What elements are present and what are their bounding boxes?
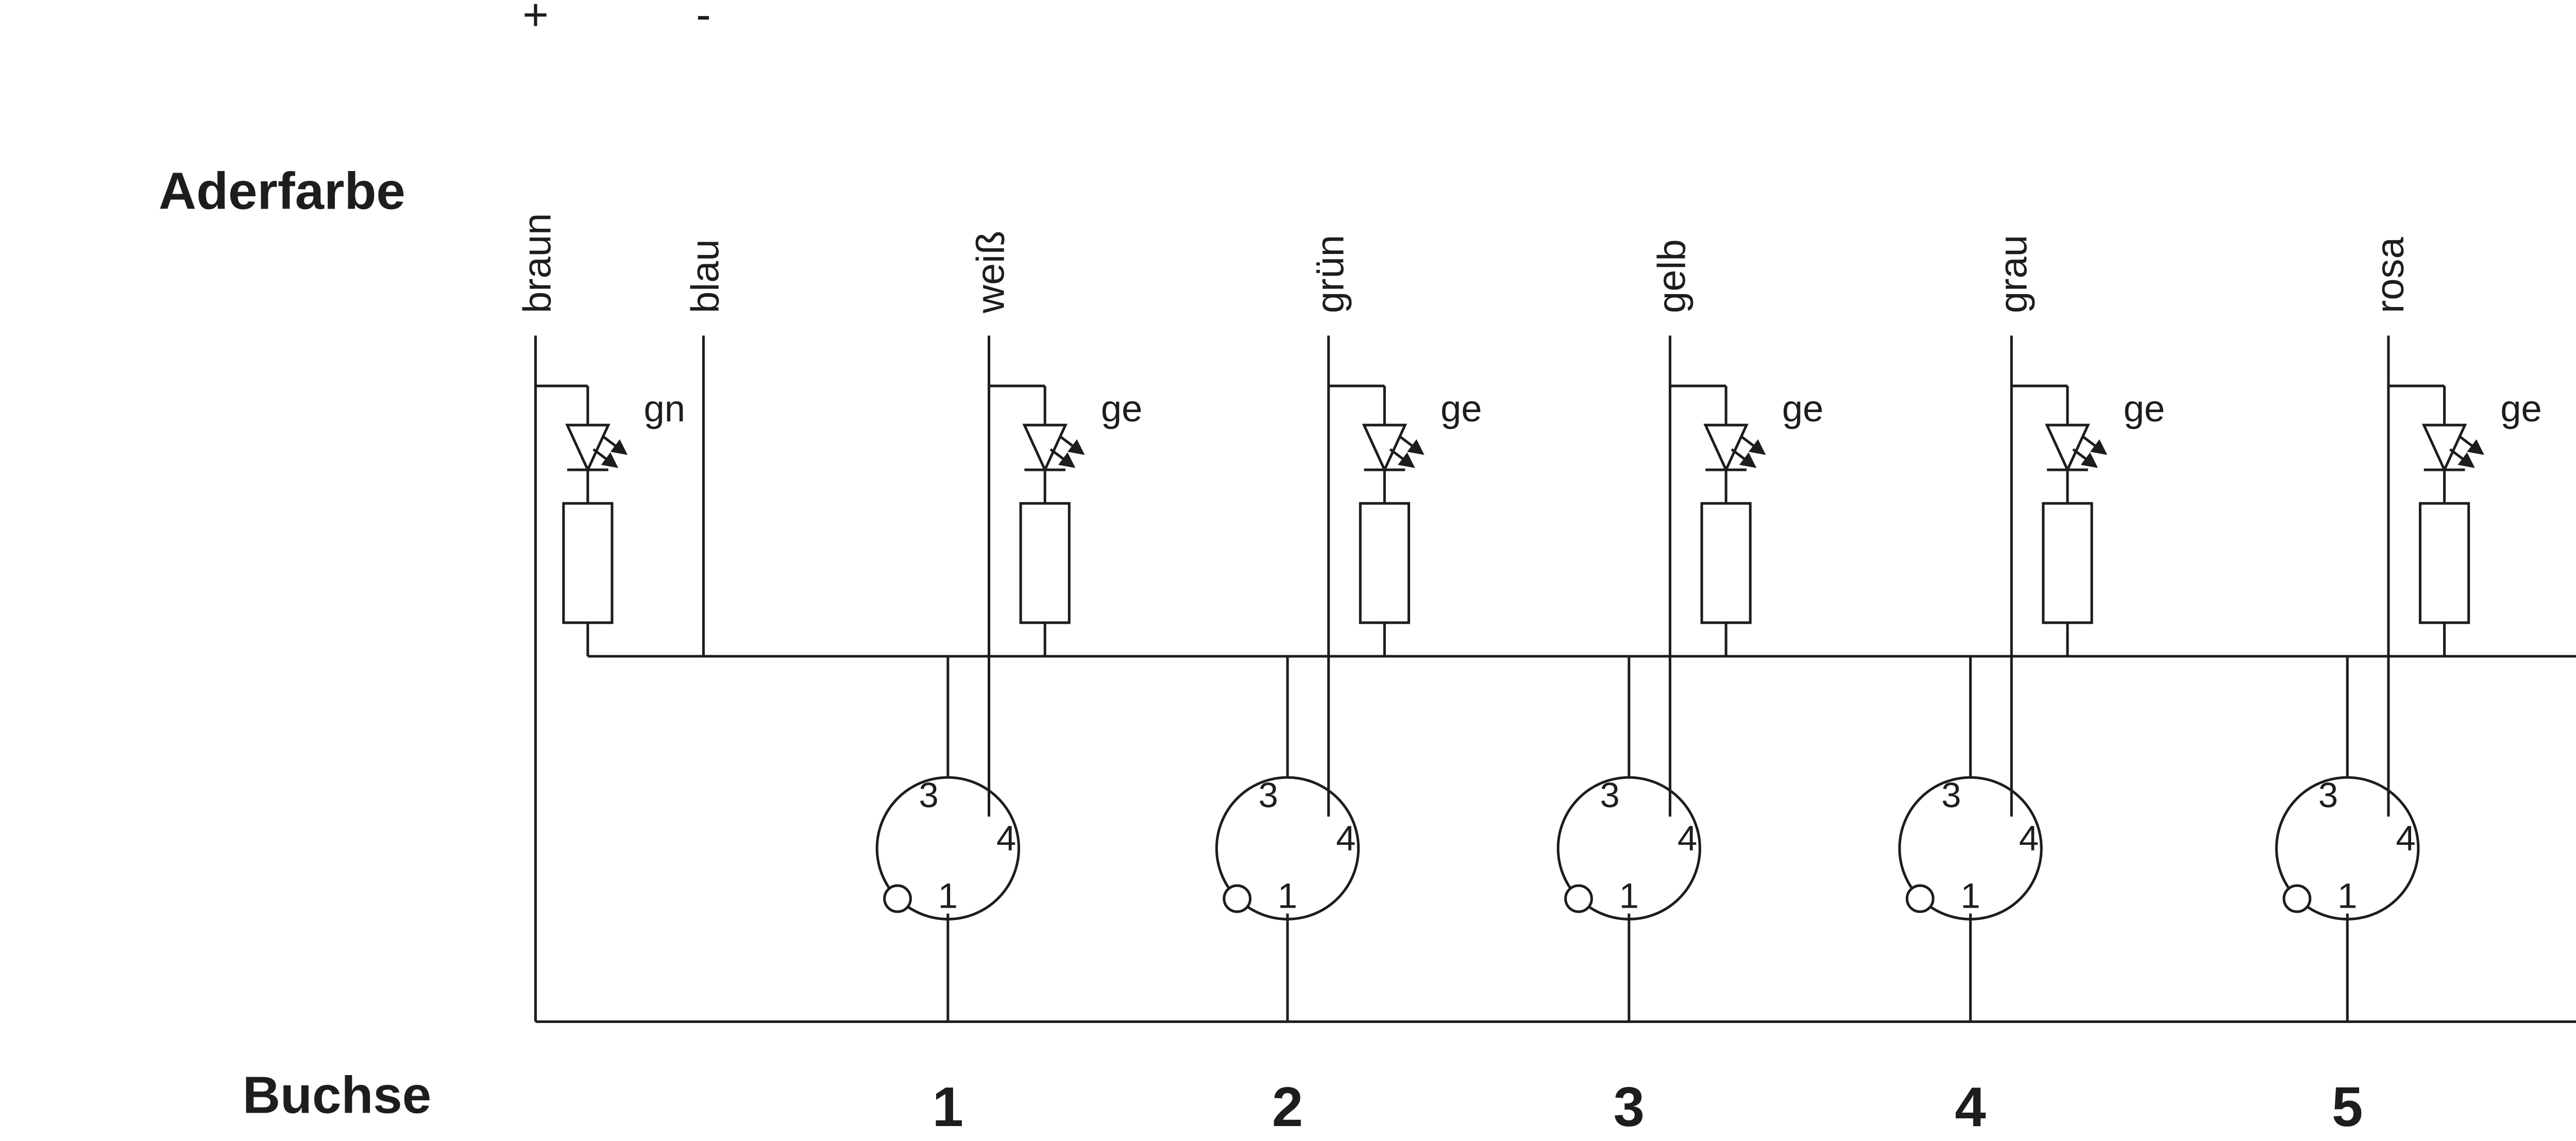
led-emission-arrow <box>2072 448 2098 468</box>
resistor <box>1359 502 1411 624</box>
led-emission-arrow <box>1398 435 1425 455</box>
socket-header: Buchse <box>243 1066 431 1125</box>
pin-label-4: 4 <box>1336 818 1355 858</box>
led-emission-arrow <box>2081 435 2108 455</box>
pin-label-1: 1 <box>1960 876 1980 916</box>
led-triangle <box>1022 423 1068 473</box>
socket-5: 3 4 1 5 <box>2275 656 2420 1138</box>
socket-notch <box>1564 884 1593 913</box>
led-emission-arrow <box>592 448 619 468</box>
led-emission-arrow <box>2449 448 2475 468</box>
pin-label-1: 1 <box>938 876 958 916</box>
led-triangle <box>1703 423 1749 473</box>
resistor <box>2418 502 2470 624</box>
led-triangle <box>1362 423 1408 473</box>
led-emission-arrow <box>1059 435 1085 455</box>
wire-label-braun: braun <box>515 213 559 313</box>
pin-label-3: 3 <box>919 775 938 815</box>
led-color-label: ge <box>2500 388 2542 430</box>
pin-label-3: 3 <box>1941 775 1961 815</box>
socket-4: 3 4 1 4 <box>1898 656 2043 1138</box>
socket-number: 3 <box>1614 1076 1645 1138</box>
wire-color-labels: braun blau weiß grün gelb grau rosa rot <box>515 213 2412 314</box>
led-emission-arrow <box>1731 448 1757 468</box>
pin-label-3: 3 <box>1600 775 1619 815</box>
pin-label-3: 3 <box>2318 775 2338 815</box>
led-circuit-3: ge <box>1328 384 1482 656</box>
socket-notch <box>2282 884 2312 913</box>
pin-label-1: 1 <box>1278 876 1297 916</box>
wire-label-gelb: gelb <box>1650 239 1693 313</box>
pin-label-4: 4 <box>1677 818 1697 858</box>
led-emission-arrow <box>1049 448 1076 468</box>
led-circuit-2: ge <box>989 384 1143 656</box>
socket-number: 1 <box>933 1076 963 1138</box>
wire-label-blau: blau <box>683 239 727 313</box>
polarity-minus: - <box>696 0 711 40</box>
socket-number: 5 <box>2332 1076 2363 1138</box>
pin-label-1: 1 <box>1619 876 1639 916</box>
led-color-label: ge <box>1782 388 1824 430</box>
resistor <box>562 502 614 624</box>
resistor <box>2042 502 2093 624</box>
pin-label-1: 1 <box>2337 876 2357 916</box>
socket-notch <box>1905 884 1935 913</box>
resistor <box>1019 502 1071 624</box>
wire-label-weiss: weiß <box>969 231 1013 314</box>
socket-number: 4 <box>1955 1076 1986 1138</box>
led-triangle <box>2421 423 2467 473</box>
led-emission-arrow <box>1389 448 1415 468</box>
wire-color-header: Aderfarbe <box>159 162 405 220</box>
wire-label-gruen: grün <box>1309 235 1352 313</box>
led-emission-arrow <box>602 435 628 455</box>
wire-label-rosa: rosa <box>2368 236 2412 313</box>
led-emission-arrow <box>2459 435 2484 455</box>
led-triangle <box>565 423 611 473</box>
socket-notch <box>1223 884 1252 913</box>
pin-label-3: 3 <box>1259 775 1278 815</box>
led-color-label: gn <box>644 388 686 430</box>
led-circuit-5: ge <box>2011 384 2165 656</box>
led-circuit-6: ge <box>2388 384 2542 656</box>
socket-number: 2 <box>1272 1076 1303 1138</box>
wire-label-grau: grau <box>1991 235 2035 313</box>
pin-label-4: 4 <box>2396 818 2415 858</box>
led-color-label: ge <box>1440 388 1482 430</box>
socket-2: 3 4 1 2 <box>1215 656 1360 1138</box>
led-circuit-4: ge <box>1670 384 1824 656</box>
socket-notch <box>883 884 912 913</box>
pin-label-4: 4 <box>996 818 1016 858</box>
socket-3: 3 4 1 3 <box>1556 656 1702 1138</box>
conductor-wires <box>534 335 2390 1022</box>
pin-label-4: 4 <box>2019 818 2039 858</box>
led-triangle <box>2045 423 2090 473</box>
socket-1: 3 4 1 1 <box>875 656 1021 1138</box>
led-circuit-1: gn <box>535 384 686 656</box>
led-color-label: ge <box>2124 388 2165 430</box>
resistor <box>1700 502 1752 624</box>
led-emission-arrow <box>1740 435 1766 455</box>
led-color-label: ge <box>1101 388 1143 430</box>
polarity-plus: + <box>522 0 549 40</box>
